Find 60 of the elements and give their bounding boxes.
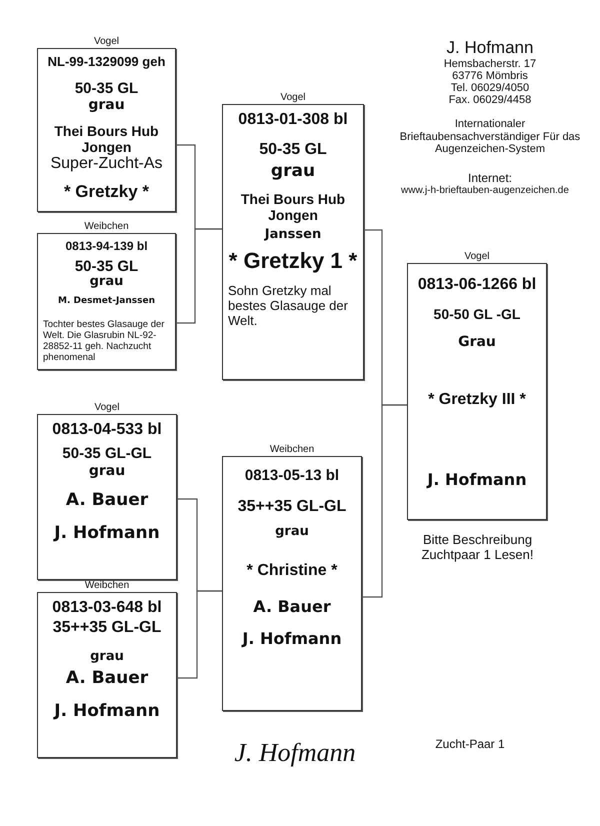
- pigeon-name: J. Hofmann: [240, 630, 343, 649]
- ring-number: NL-99-1329099 geh: [46, 55, 166, 70]
- ring-number: 0813-94-139 bl: [64, 240, 149, 254]
- eye-sign: 35++35 GL-GL: [236, 498, 348, 517]
- pedigree-line: [177, 590, 222, 679]
- header-text: Hemsbacherstr. 17: [442, 58, 538, 71]
- sex-heading: Weibchen: [84, 580, 130, 592]
- header-text: Fax. 06029/4458: [448, 94, 532, 107]
- header-text: Internet:: [466, 172, 514, 186]
- breeder: * Gretzky III *: [427, 390, 527, 409]
- note: Super-Zucht-As: [49, 155, 164, 174]
- sex-heading: Vogel: [93, 402, 121, 414]
- pigeon-name: * Gretzky *: [62, 182, 150, 202]
- ring-number: 0813-05-13 bl: [244, 467, 340, 484]
- breeder: A. Bauer: [64, 490, 150, 510]
- pigeon-name: * Gretzky 1 *: [228, 248, 358, 274]
- eye-sign: 50-35 GL: [74, 258, 140, 276]
- ring-number: 0813-01-308 bl: [237, 111, 349, 130]
- breeder: Thei Bours Hub Jongen: [240, 191, 346, 224]
- color: grau: [87, 97, 126, 114]
- note: Janssen: [263, 228, 322, 242]
- note: Bitte Beschreibung Zuchtpaar 1 Lesen!: [420, 533, 535, 563]
- note: J. Hofmann: [52, 702, 161, 722]
- breeder: * Christine *: [246, 562, 338, 580]
- note: Tochter bestes Glasauge der Welt. Die Glasrubin NL-92-28852-11 geh. Nachzucht phenomenal: [43, 320, 166, 364]
- header-text: www.j-h-brieftauben-augenzeichen.de: [400, 185, 570, 196]
- sex-heading: Vogel: [279, 92, 307, 104]
- color: Grau: [457, 334, 497, 351]
- color: grau: [88, 462, 126, 479]
- ring-number: 0813-03-648 bl: [51, 599, 163, 618]
- signature: J. Hofmann: [233, 738, 357, 768]
- header-text: 63776 Mömbris: [451, 70, 529, 83]
- sex-heading: Weibchen: [268, 444, 316, 456]
- color: grau: [89, 650, 125, 665]
- pedigree-line: [176, 228, 222, 324]
- header-text: Tel. 06029/4050: [450, 82, 530, 95]
- note: Sohn Gretzky mal bestes Glasauge der Welt.: [228, 284, 349, 329]
- breeder: A. Bauer: [64, 668, 150, 688]
- sex-heading: Vogel: [463, 251, 491, 263]
- eye-sign: 50-50 GL -GL: [432, 306, 522, 322]
- eye-sign: 35++35 GL-GL: [52, 619, 162, 638]
- note: A. Bauer: [252, 598, 332, 616]
- eye-sign: 50-35 GL-GL: [61, 445, 153, 463]
- color: grau: [274, 524, 310, 540]
- note: J. Hofmann: [52, 524, 161, 544]
- sex-heading: Weibchen: [83, 221, 130, 233]
- eye-sign: 50-35 GL: [258, 141, 328, 160]
- breeder: Thei Bours Hub Jongen: [54, 123, 159, 156]
- header-text: Internationaler Brieftaubensachverständiger Für das Augenzeichen-System: [398, 118, 582, 156]
- header-text: J. Hofmann: [446, 38, 534, 58]
- header-text: Zucht-Paar 1: [434, 738, 506, 752]
- ring-number: 0813-04-533 bl: [51, 421, 163, 440]
- note: J. Hofmann: [426, 470, 528, 490]
- pedigree-line: [362, 404, 407, 598]
- color: grau: [88, 275, 124, 290]
- sex-heading: Vogel: [92, 36, 120, 48]
- eye-sign: 50-35 GL: [74, 80, 140, 98]
- ring-number: 0813-06-1266 bl: [416, 276, 538, 294]
- breeder: M. Desmet-Janssen: [56, 296, 156, 306]
- color: grau: [270, 162, 316, 182]
